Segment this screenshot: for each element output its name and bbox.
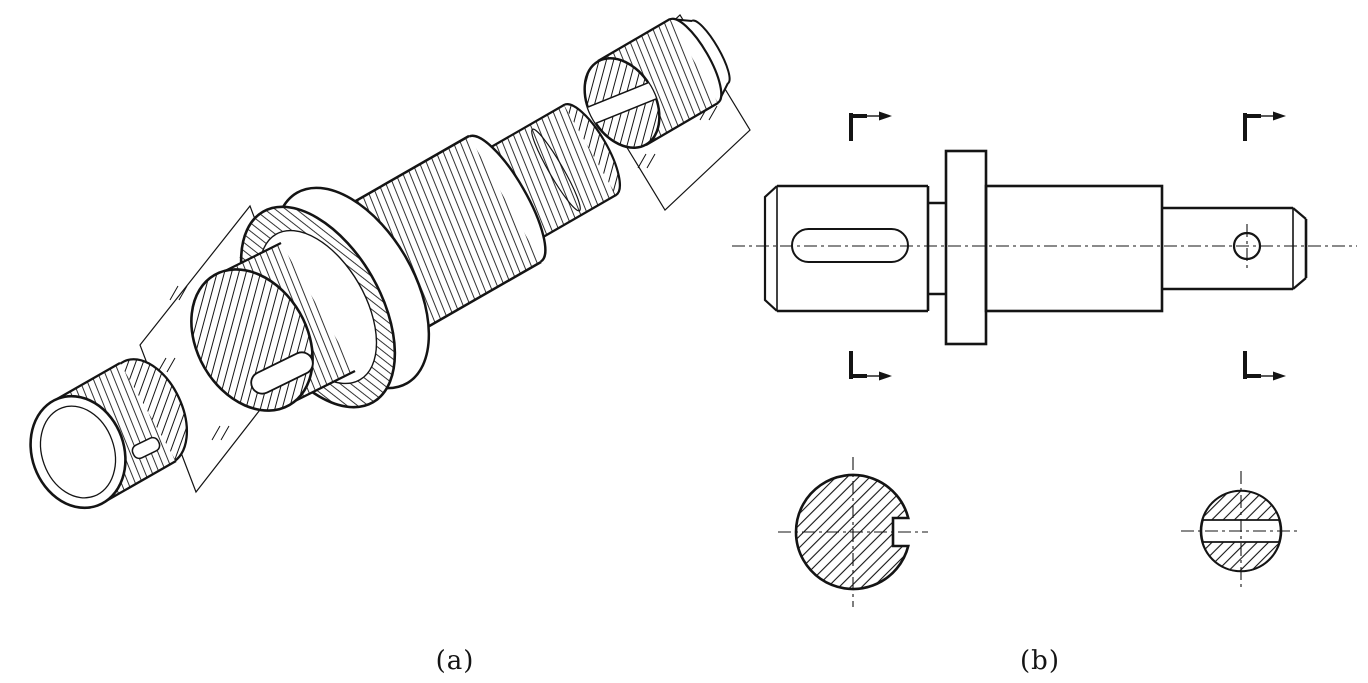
shaft-front-view xyxy=(763,149,1308,346)
figure-a-pictorial-view xyxy=(29,14,751,510)
left-journal-outline xyxy=(777,184,930,313)
cap-keyway-notch xyxy=(131,436,161,460)
sight-arrow xyxy=(1273,111,1286,121)
figure-b-label: (b) xyxy=(1020,646,1060,676)
hole-section-centerlines xyxy=(1181,471,1301,591)
section-view-hole xyxy=(1199,489,1283,573)
right-journal-outline xyxy=(1162,206,1308,291)
left-chamfer xyxy=(763,185,778,312)
sight-arrow xyxy=(879,371,892,381)
main-cylinder-outline xyxy=(984,184,1164,313)
keyway-section-centerlines xyxy=(778,457,928,607)
relief-groove xyxy=(531,128,581,212)
sight-arrow xyxy=(1273,371,1286,381)
neck-groove xyxy=(928,201,946,296)
centerlines xyxy=(732,224,1357,607)
hole-section-lower-hatch xyxy=(1201,541,1281,573)
cutting-plane-marks xyxy=(849,111,1286,381)
cap-chamfer-ring xyxy=(39,405,117,499)
flange-outline xyxy=(944,149,988,346)
shaft-middle-piece xyxy=(190,103,621,412)
figure-a-label: (a) xyxy=(435,646,475,676)
shaft-end-piece-right xyxy=(576,17,731,149)
figure-b-orthographic-views xyxy=(732,111,1357,607)
cap-end-face xyxy=(29,394,127,510)
sight-arrow xyxy=(879,111,892,121)
keyway-slot xyxy=(250,351,314,395)
shaft-end-piece-left xyxy=(29,358,189,510)
right-chamfer xyxy=(1292,207,1307,290)
